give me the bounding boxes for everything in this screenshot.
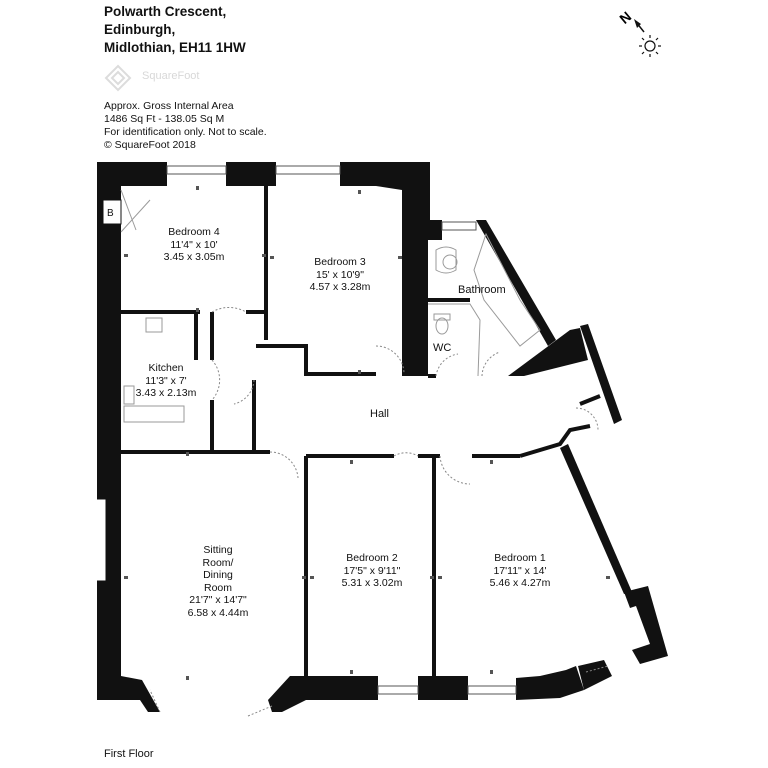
room-metric: 5.46 x 4.27m [489, 577, 551, 589]
room-metric: 4.57 x 3.28m [309, 281, 371, 293]
walls [97, 162, 668, 712]
address-line-2: Edinburgh, [104, 22, 176, 37]
logo-text: SquareFoot [142, 70, 200, 82]
room-bedroom-3: Bedroom 3 15' x 10'9" 4.57 x 3.28m [310, 256, 371, 294]
top-wall-3 [340, 162, 430, 220]
window-bedroom2 [377, 685, 419, 695]
bathroom-outer-diag [476, 220, 556, 346]
room-bedroom-1: Bedroom 1 17'11" x 14' 5.46 x 4.27m [490, 552, 551, 590]
window-bedroom4 [166, 165, 227, 175]
room-bedroom-2: Bedroom 2 17'5" x 9'11" 5.31 x 3.02m [342, 552, 403, 590]
windows [96, 165, 517, 695]
bottom-wall-4 [516, 666, 584, 700]
right-outer-upper [580, 324, 622, 424]
room-name: Bedroom 4 [168, 226, 220, 238]
room-imperial: 11'3" x 7' [145, 374, 187, 387]
kitchen-sink-icon [123, 385, 135, 405]
room-imperial: 11'4" x 10' [170, 238, 218, 251]
compass-sun-icon: N [610, 2, 670, 62]
wc-bedroom3-wall [402, 220, 428, 376]
fixtures [120, 189, 541, 423]
bay-left-wall [97, 670, 160, 712]
dimension-ticks [124, 186, 610, 680]
bedroom3-bottom-wall [256, 344, 376, 376]
bottom-wall-1 [268, 676, 306, 712]
room-metric: 3.43 x 2.13m [135, 387, 197, 399]
top-wall-1 [97, 162, 167, 186]
bottom-wall-3 [418, 676, 468, 700]
room-imperial: 21'7" x 14'7" [189, 594, 247, 606]
basin-icon [435, 246, 457, 274]
room-imperial: 17'5" x 9'11" [343, 564, 401, 577]
room-metric: 5.31 x 3.02m [341, 577, 403, 589]
kitchen-counter [123, 405, 185, 423]
left-outer-wall [97, 162, 121, 670]
copyright: © SquareFoot 2018 [104, 139, 196, 151]
floor-label: First Floor [104, 748, 154, 760]
logo-mark-icon [104, 64, 132, 92]
toilet-icon [435, 317, 449, 335]
room-kitchen: Kitchen 11'3" x 7' 3.43 x 2.13m [136, 362, 197, 400]
room-name-line3: Dining [203, 569, 233, 581]
top-wall-2 [226, 162, 276, 186]
room-sitting-dining: Sitting Room/ Dining Room 21'7" x 14'7" … [188, 544, 249, 619]
bathroom-top-left [426, 220, 442, 240]
address-line-3: Midlothian, EH11 1HW [104, 40, 246, 55]
window-bedroom1 [467, 685, 517, 695]
window-bedroom3 [275, 165, 341, 175]
room-name-line2: Room/ [202, 556, 234, 569]
room-bathroom: Bathroom [458, 284, 506, 296]
room-bedroom-4: Bedroom 4 11'4" x 10' 3.45 x 3.05m [164, 226, 225, 264]
boiler-box [102, 199, 122, 225]
room-imperial: 15' x 10'9" [315, 268, 365, 281]
address-line-1: Polwarth Crescent, [104, 4, 227, 19]
boiler-label: B [107, 208, 114, 219]
room-wc: WC [433, 342, 452, 354]
right-outer-lower [560, 444, 632, 594]
room-name-line4: Room [203, 581, 233, 594]
area-heading: Approx. Gross Internal Area [104, 100, 234, 112]
squarefoot-logo: SquareFoot [104, 64, 244, 92]
right-wing-wall [508, 328, 588, 376]
interior-walls [121, 186, 601, 676]
room-name: Bedroom 2 [346, 552, 398, 564]
area-value: 1486 Sq Ft - 138.05 Sq M [104, 113, 225, 125]
door-swings [149, 306, 609, 717]
room-hall: Hall [370, 408, 389, 420]
bay-right-wall [578, 660, 612, 690]
window-bathroom [441, 221, 477, 231]
room-metric: 3.45 x 3.05m [163, 251, 225, 263]
room-metric: 6.58 x 4.44m [187, 606, 249, 619]
disclaimer: For identification only. Not to scale. [104, 126, 267, 138]
room-name: Bedroom 3 [314, 256, 366, 268]
right-corner-wall [624, 586, 668, 664]
bottom-wall-2 [306, 676, 378, 700]
room-imperial: 17'11" x 14' [493, 564, 547, 577]
bath-icon [473, 232, 541, 347]
room-name: Kitchen [148, 362, 184, 374]
room-name: Bedroom 1 [494, 552, 546, 564]
room-name-line1: Sitting [203, 544, 233, 556]
